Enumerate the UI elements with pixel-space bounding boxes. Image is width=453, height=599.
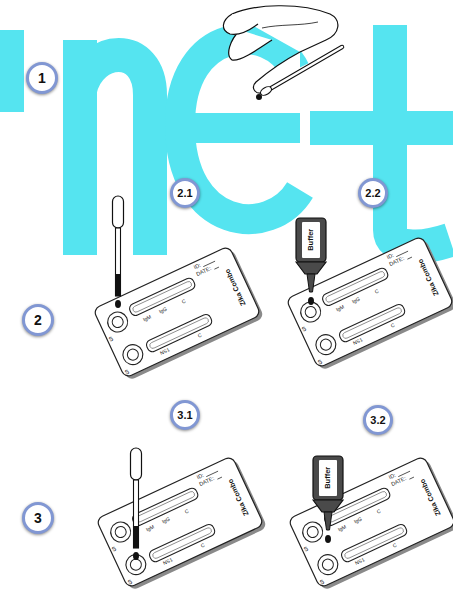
callout-number: 3: [34, 511, 42, 525]
test-cassette: [96, 455, 268, 592]
buffer-bottle: [296, 218, 326, 305]
bottle-label: Buffer: [307, 229, 315, 251]
pipette: [131, 448, 142, 560]
watermark: [12, 25, 453, 255]
callout-circle: 3.1: [170, 400, 200, 430]
callout-circle: 3.2: [363, 405, 393, 435]
callout-number: 2.1: [177, 188, 192, 199]
callout-number: 3.1: [177, 410, 192, 421]
callout-number: 3.2: [370, 415, 385, 426]
hand-with-swab: [223, 6, 342, 100]
callout-number: 2.2: [365, 188, 380, 199]
bottle-label: Buffer: [324, 467, 332, 489]
callout-number: 1: [38, 71, 46, 85]
callout-circle: 3: [22, 502, 54, 534]
callout-circle: 1: [26, 62, 58, 94]
pipette: [113, 196, 124, 308]
test-cassette: [288, 455, 453, 592]
callout-circle: 2.1: [170, 178, 200, 208]
callout-circle: 2.2: [358, 178, 388, 208]
callout-number: 2: [34, 313, 42, 327]
callout-circle: 2: [22, 304, 54, 336]
